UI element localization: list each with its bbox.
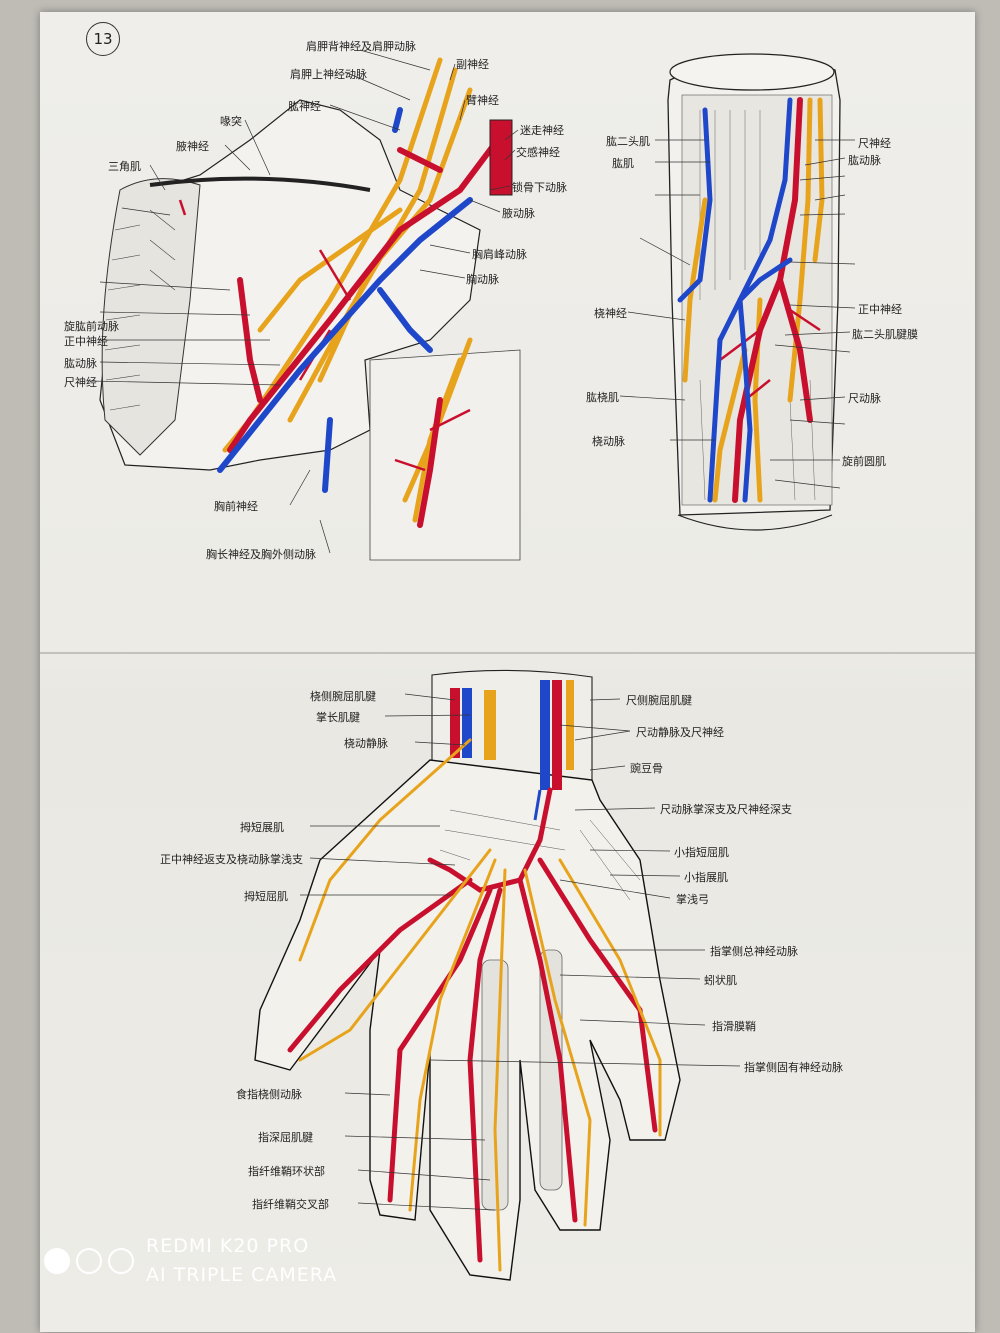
shoulder-label: 旋肱前动脉 bbox=[64, 320, 119, 333]
shoulder-label: 迷走神经 bbox=[520, 124, 564, 137]
hand-label: 指纤维鞘环状部 bbox=[248, 1165, 325, 1178]
shoulder-label: 胸动脉 bbox=[466, 273, 499, 286]
hand-drawing bbox=[254, 669, 741, 1281]
page-number: 13 bbox=[86, 22, 120, 56]
shoulder-label: 锁骨下动脉 bbox=[512, 181, 567, 194]
hand-label: 尺动脉掌深支及尺神经深支 bbox=[660, 803, 792, 816]
shoulder-label: 胸肩峰动脉 bbox=[472, 248, 527, 261]
elbow-label: 肱肌 bbox=[612, 157, 634, 170]
camera-dots-icon bbox=[44, 1248, 134, 1274]
hand-label: 小指展肌 bbox=[684, 871, 728, 884]
elbow-label: 尺神经 bbox=[858, 137, 891, 150]
elbow-label: 肱动脉 bbox=[848, 154, 881, 167]
elbow-label: 肱二头肌腱膜 bbox=[852, 328, 918, 341]
shoulder-label: 臂神经 bbox=[466, 94, 499, 107]
shoulder-label: 肱动脉 bbox=[64, 357, 97, 370]
shoulder-label: 胸前神经 bbox=[214, 500, 258, 513]
elbow-label: 桡动脉 bbox=[592, 435, 625, 448]
hand-label: 拇短屈肌 bbox=[244, 890, 288, 903]
hand-label: 蚓状肌 bbox=[704, 974, 737, 987]
hand-label: 桡侧腕屈肌腱 bbox=[310, 690, 376, 703]
hand-label: 小指短屈肌 bbox=[674, 846, 729, 859]
elbow-drawing bbox=[619, 53, 856, 531]
elbow-label: 旋前圆肌 bbox=[842, 455, 886, 468]
shoulder-drawing bbox=[89, 49, 521, 561]
elbow-label: 尺动脉 bbox=[848, 392, 881, 405]
hand-label: 拇短展肌 bbox=[240, 821, 284, 834]
hand-label: 尺动静脉及尺神经 bbox=[636, 726, 724, 739]
shoulder-label: 喙突 bbox=[220, 115, 242, 128]
hand-label: 尺侧腕屈肌腱 bbox=[626, 694, 692, 707]
watermark-line1: REDMI K20 PRO bbox=[146, 1235, 310, 1257]
hand-label: 桡动静脉 bbox=[344, 737, 388, 750]
elbow-label: 桡神经 bbox=[594, 307, 627, 320]
elbow-label: 正中神经 bbox=[858, 303, 902, 316]
hand-label: 掌浅弓 bbox=[676, 893, 709, 906]
shoulder-label: 交感神经 bbox=[516, 146, 560, 159]
hand-label: 食指桡侧动脉 bbox=[236, 1088, 302, 1101]
hand-label: 正中神经返支及桡动脉掌浅支 bbox=[160, 853, 303, 866]
hand-label: 指纤维鞘交叉部 bbox=[252, 1198, 329, 1211]
hand-label: 指深屈肌腱 bbox=[258, 1131, 313, 1144]
shoulder-label: 副神经 bbox=[456, 58, 489, 71]
elbow-label: 肱二头肌 bbox=[606, 135, 650, 148]
shoulder-label: 尺神经 bbox=[64, 376, 97, 389]
shoulder-label: 肱神经 bbox=[288, 100, 321, 113]
hand-label: 指掌侧固有神经动脉 bbox=[744, 1061, 843, 1074]
hand-label: 掌长肌腱 bbox=[316, 711, 360, 724]
shoulder-label: 三角肌 bbox=[108, 160, 141, 173]
camera-watermark: REDMI K20 PRO AI TRIPLE CAMERA bbox=[44, 1232, 337, 1290]
elbow-label: 肱桡肌 bbox=[586, 391, 619, 404]
paper-fold-line bbox=[40, 652, 975, 654]
shoulder-label: 正中神经 bbox=[64, 335, 108, 348]
shoulder-label: 肩胛上神经动脉 bbox=[290, 68, 367, 81]
hand-label: 豌豆骨 bbox=[630, 762, 663, 775]
shoulder-label: 肩胛背神经及肩胛动脉 bbox=[306, 40, 416, 53]
shoulder-label: 腋动脉 bbox=[502, 207, 535, 220]
shoulder-label: 胸长神经及胸外侧动脉 bbox=[206, 548, 316, 561]
hand-label: 指滑膜鞘 bbox=[712, 1020, 756, 1033]
shoulder-label: 腋神经 bbox=[176, 140, 209, 153]
hand-label: 指掌侧总神经动脉 bbox=[710, 945, 798, 958]
watermark-line2: AI TRIPLE CAMERA bbox=[146, 1264, 338, 1286]
